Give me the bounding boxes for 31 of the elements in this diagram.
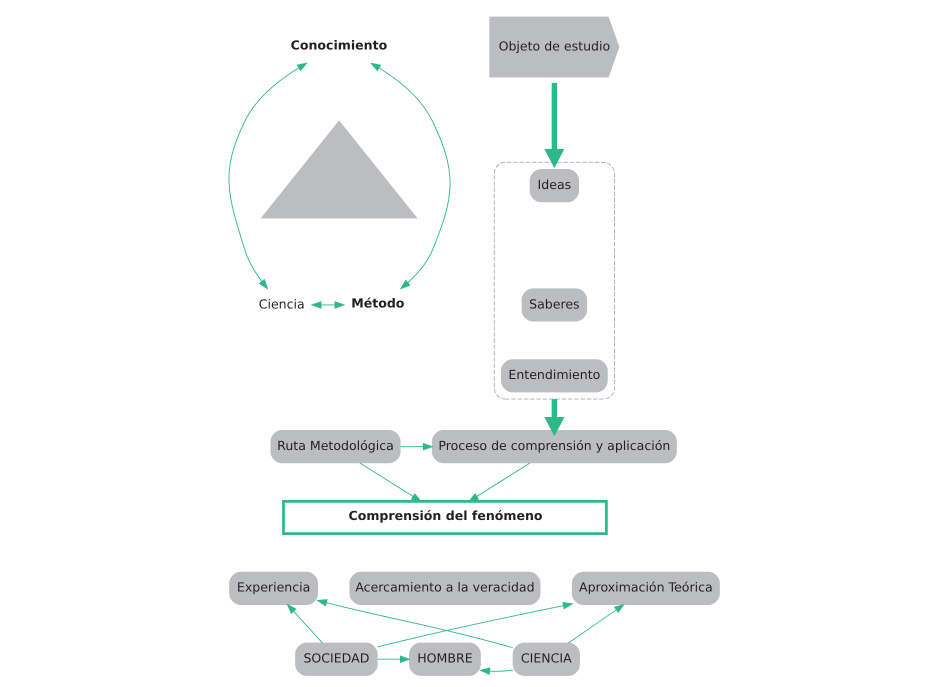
node-box: Comprensión del fenómeno: [282, 500, 608, 535]
arrow: [228, 62, 308, 290]
arrow: [478, 667, 513, 675]
node-text: Método: [350, 295, 404, 310]
arrow: [376, 602, 574, 648]
arrow: [316, 599, 513, 648]
node-box: Proceso de comprensión y aplicación: [431, 430, 676, 464]
arrow: [376, 655, 410, 663]
arrow: [370, 62, 450, 290]
cluster: [493, 162, 614, 400]
node-box: CIENCIA: [512, 642, 580, 676]
node-box: Aproximación Teórica: [571, 572, 720, 605]
arrow: [567, 604, 624, 644]
arrow: [400, 442, 434, 450]
node-box: Acercamiento a la veracidad: [348, 572, 540, 605]
arrow: [468, 462, 530, 502]
arrow: [544, 399, 564, 436]
node-box: HOMBRE: [408, 642, 480, 676]
node-text: Ciencia: [258, 296, 304, 312]
node-box: Experiencia: [228, 572, 318, 605]
node-triangle: [260, 120, 418, 218]
arrow: [286, 604, 322, 644]
arrow: [310, 301, 345, 309]
node-box: Saberes: [521, 288, 587, 322]
arrow: [358, 462, 422, 502]
node-box: SOCIEDAD: [294, 642, 378, 676]
node-box: Entendimiento: [500, 359, 608, 392]
node-box: Ideas: [529, 169, 579, 202]
arrow: [544, 82, 564, 168]
node-box: Ruta Metodológica: [270, 430, 400, 464]
node-text: Conocimiento: [290, 37, 387, 52]
